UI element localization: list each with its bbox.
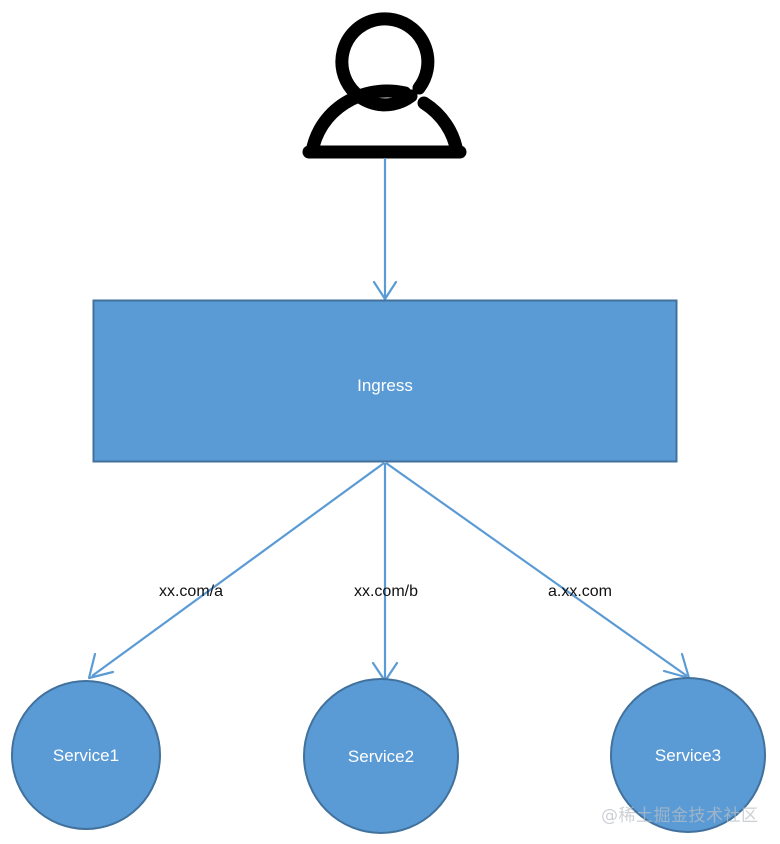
edge-ingress-to-service3	[385, 462, 691, 680]
edge-ingress-to-service3-line	[385, 462, 688, 677]
user-icon	[302, 12, 467, 159]
user-head-icon	[335, 12, 435, 112]
node-service3[interactable]	[610, 677, 766, 833]
node-ingress[interactable]	[92, 299, 678, 463]
edge-user-to-ingress-arrowhead	[372, 280, 398, 301]
node-service1[interactable]	[11, 680, 161, 830]
edge-ingress-to-service2	[371, 463, 399, 683]
watermark: @稀土掘金技术社区	[601, 806, 759, 826]
edge-ingress-to-service1	[87, 462, 385, 680]
edge-label-service3-route: a.xx.com	[547, 583, 612, 600]
edge-user-to-ingress	[372, 158, 398, 301]
node-service2[interactable]	[303, 678, 459, 834]
user-body-left-icon	[305, 84, 412, 159]
edge-ingress-to-service1-line	[91, 462, 385, 677]
edge-label-service1-route: xx.com/a	[158, 583, 223, 600]
edge-ingress-to-service1-arrowhead	[87, 652, 115, 680]
edge-label-service2-route: xx.com/b	[353, 583, 418, 600]
user-body-right-icon	[417, 96, 464, 159]
